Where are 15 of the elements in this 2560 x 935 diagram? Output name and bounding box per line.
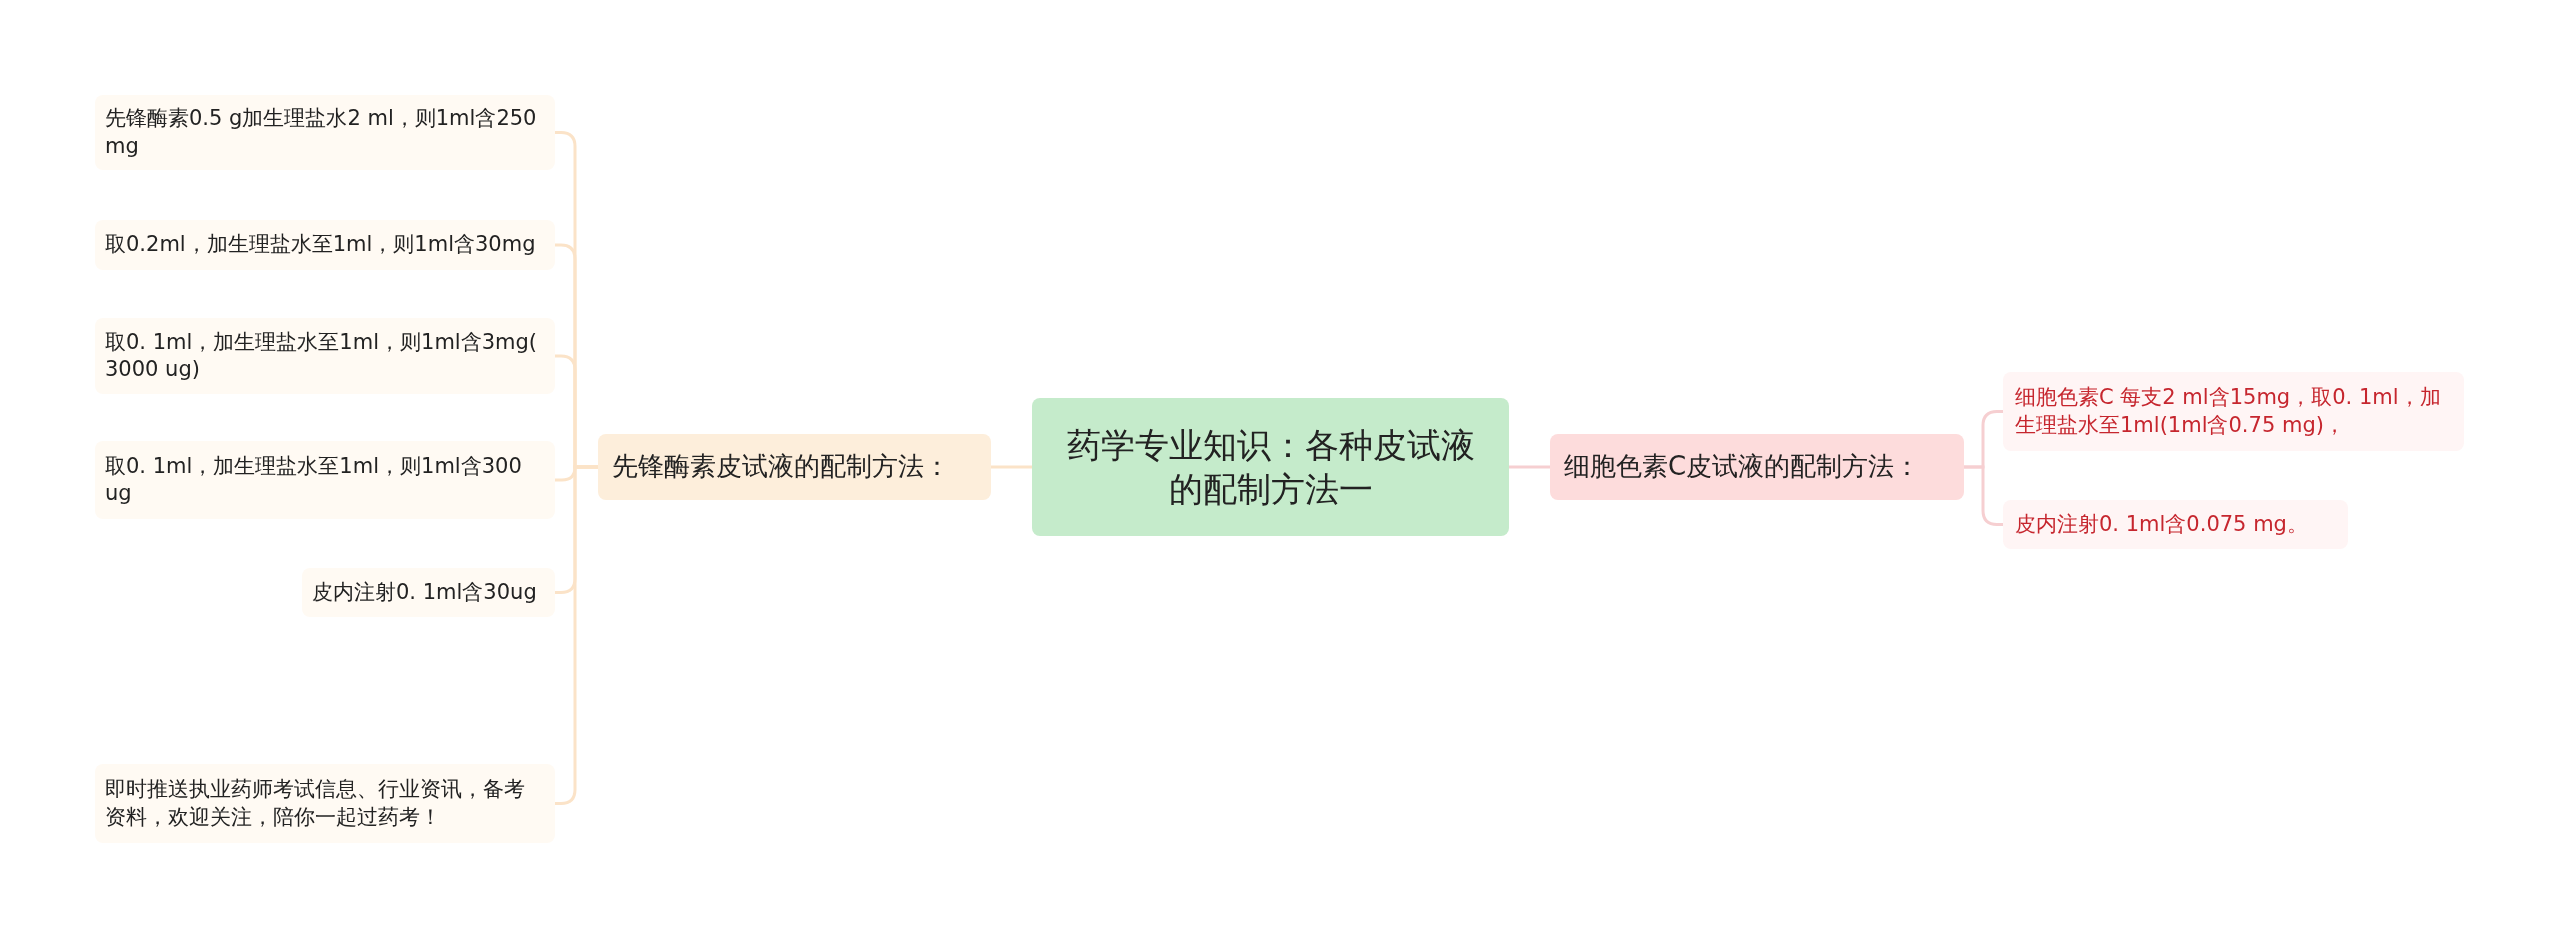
- connector-line: [991, 465, 1032, 469]
- leaf-box: 即时推送执业药师考试信息、行业资讯，备考资料，欢迎关注，陪你一起过药考！: [95, 764, 555, 843]
- leaf-box: 细胞色素C 每支2 ml含15mg，取0. 1ml，加生理盐水至1ml(1ml含0.75 mg)，: [2003, 372, 2464, 451]
- branch-box: 细胞色素C皮试液的配制方法：: [1550, 434, 1964, 500]
- connector-line: [1509, 465, 1550, 469]
- connector-line: [1964, 465, 2003, 526]
- connector-line: [555, 465, 598, 805]
- leaf-box: 取0.2ml，加生理盐水至1ml，则1ml含30mg: [95, 220, 555, 270]
- branch-box: 先锋酶素皮试液的配制方法：: [598, 434, 991, 500]
- topic-box: 药学专业知识：各种皮试液的配制方法一: [1032, 398, 1509, 536]
- leaf-box: 先锋酶素0.5 g加生理盐水2 ml，则1ml含250 mg: [95, 95, 555, 170]
- leaf-box: 皮内注射0. 1ml含0.075 mg。: [2003, 500, 2348, 549]
- leaf-box: 皮内注射0. 1ml含30ug: [302, 568, 555, 617]
- leaf-box: 取0. 1ml，加生理盐水至1ml，则1ml含3mg( 3000 ug): [95, 318, 555, 394]
- leaf-box: 取0. 1ml，加生理盐水至1ml，则1ml含300 ug: [95, 441, 555, 519]
